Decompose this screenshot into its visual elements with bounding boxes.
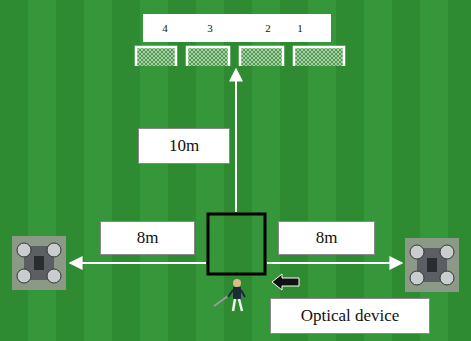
- goal-number-banner: 4 3 2 1: [143, 14, 331, 42]
- goals: [136, 47, 344, 66]
- player-figure: [214, 279, 245, 311]
- device-label: Optical device: [270, 298, 430, 334]
- goal-number: 1: [297, 22, 303, 34]
- distance-label: 10m: [138, 128, 230, 164]
- distance-text: 8m: [137, 228, 159, 248]
- left-device-photo: [12, 236, 66, 290]
- distance-text: 8m: [316, 228, 338, 248]
- distance-text: 10m: [169, 136, 199, 156]
- pointer-arrow: [272, 274, 299, 290]
- distance-label: 8m: [278, 221, 375, 255]
- goal-number: 4: [162, 22, 168, 34]
- distance-label: 8m: [100, 221, 195, 255]
- device-text: Optical device: [301, 306, 400, 326]
- distance-arrows: [70, 69, 402, 263]
- right-device-photo: [405, 238, 459, 292]
- start-square: [208, 214, 265, 274]
- goal-number: 3: [207, 22, 213, 34]
- goal-number: 2: [265, 22, 271, 34]
